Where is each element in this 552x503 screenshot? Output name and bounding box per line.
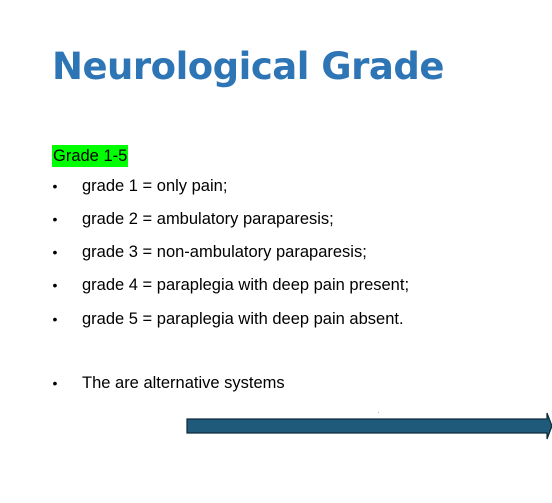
bullet-item-grade-1: • grade 1 = only pain;: [50, 174, 530, 198]
bullet-item-grade-4: • grade 4 = paraplegia with deep pain pr…: [50, 273, 530, 297]
bullet-item-grade-3: • grade 3 = non-ambulatory paraparesis;: [50, 240, 530, 264]
bullet-point-icon: •: [52, 277, 58, 293]
bullet-point-icon: •: [52, 311, 58, 327]
bullet-item-grade-2: • grade 2 = ambulatory paraparesis;: [50, 207, 530, 231]
bullet-text: grade 4 = paraplegia with deep pain pres…: [82, 276, 410, 294]
bullet-text: grade 5 = paraplegia with deep pain abse…: [82, 310, 404, 328]
bullet-point-icon: •: [52, 178, 58, 194]
bullet-item-grade-5: • grade 5 = paraplegia with deep pain ab…: [50, 307, 530, 331]
bullet-text: The are alternative systems: [82, 374, 285, 392]
bullet-point-icon: •: [52, 375, 58, 391]
bullet-text: grade 1 = only pain;: [82, 177, 228, 195]
slide-title: Neurological Grade: [52, 45, 444, 88]
right-arrow-icon: [186, 412, 552, 440]
bullet-text: grade 2 = ambulatory paraparesis;: [82, 210, 334, 228]
stray-dot: [378, 412, 379, 413]
bullet-item-alternative-systems: • The are alternative systems: [50, 371, 530, 395]
bullet-text: grade 3 = non-ambulatory paraparesis;: [82, 243, 367, 261]
bullet-point-icon: •: [52, 211, 58, 227]
highlighted-subheading: Grade 1-5: [52, 145, 129, 167]
arrow-shape: [186, 412, 552, 440]
bullet-point-icon: •: [52, 244, 58, 260]
